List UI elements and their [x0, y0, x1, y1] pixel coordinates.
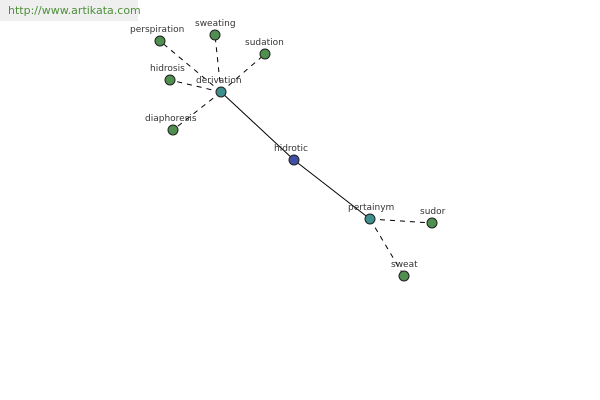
edge-derivation-diaphoresis [172, 91, 222, 131]
node-label-perspiration: perspiration [130, 25, 184, 35]
node-sudor[interactable]: sudor [420, 207, 446, 229]
node-sweating[interactable]: sweating [195, 19, 236, 41]
node-circle-diaphoresis[interactable] [167, 124, 179, 136]
node-hidrosis[interactable]: hidrosis [150, 64, 185, 86]
node-label-sweat: sweat [391, 260, 418, 270]
edge-derivation-sudation [220, 53, 266, 93]
node-label-sweating: sweating [195, 19, 236, 29]
node-circle-sudor[interactable] [426, 217, 438, 229]
edge-hidrotic-pertainym [293, 159, 371, 220]
node-circle-sudation[interactable] [259, 48, 271, 60]
node-hidrotic[interactable]: hidrotic [274, 144, 308, 166]
edge-hidrotic-derivation [220, 91, 295, 161]
node-circle-derivation[interactable] [215, 86, 227, 98]
node-label-diaphoresis: diaphoresis [145, 114, 197, 124]
node-label-hidrosis: hidrosis [150, 64, 185, 74]
node-sudation[interactable]: sudation [245, 38, 284, 60]
artikata-url-link[interactable]: http://www.artikata.com [0, 0, 141, 21]
node-circle-hidrosis[interactable] [164, 74, 176, 86]
node-label-sudation: sudation [245, 38, 284, 48]
node-label-hidrotic: hidrotic [274, 144, 308, 154]
node-label-pertainym: pertainym [348, 203, 394, 213]
node-circle-pertainym[interactable] [364, 213, 376, 225]
graph-edges [159, 34, 433, 277]
node-diaphoresis[interactable]: diaphoresis [145, 114, 197, 136]
node-label-sudor: sudor [420, 207, 446, 217]
node-sweat[interactable]: sweat [391, 260, 418, 282]
node-circle-sweating[interactable] [209, 29, 221, 41]
node-pertainym[interactable]: pertainym [348, 203, 394, 225]
edge-derivation-perspiration [159, 40, 222, 93]
node-circle-sweat[interactable] [398, 270, 410, 282]
edge-pertainym-sudor [369, 218, 433, 224]
graph-nodes: hidrotic derivation pertainym perspiration s… [130, 19, 446, 282]
node-derivation[interactable]: derivation [196, 76, 242, 98]
node-circle-hidrotic[interactable] [288, 154, 300, 166]
node-circle-perspiration[interactable] [154, 35, 166, 47]
edge-pertainym-sweat [369, 218, 405, 277]
node-label-derivation: derivation [196, 76, 242, 86]
node-perspiration[interactable]: perspiration [130, 25, 184, 47]
edge-derivation-hidrosis [169, 79, 222, 93]
